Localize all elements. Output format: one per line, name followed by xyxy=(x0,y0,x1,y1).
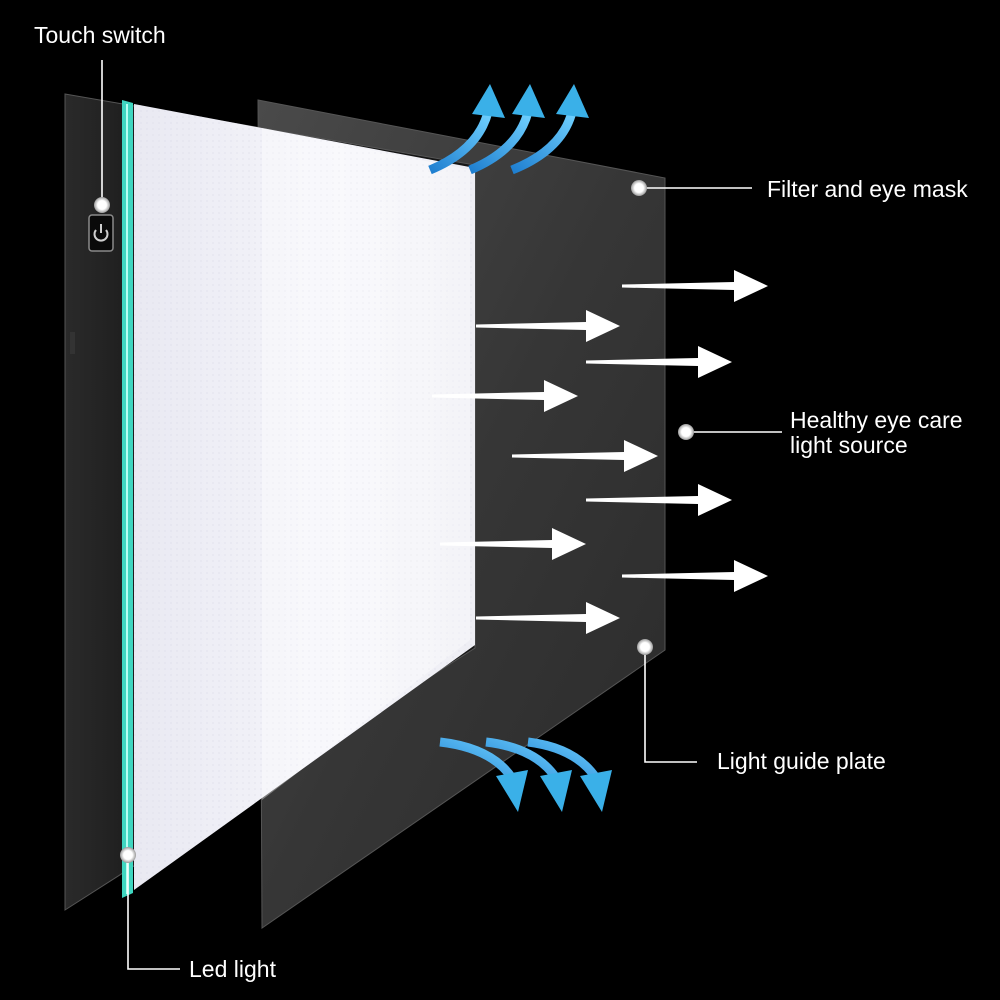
label-healthy-line-1: Healthy eye care xyxy=(790,407,963,433)
arrow-right-icon xyxy=(586,346,732,378)
touch-switch[interactable] xyxy=(88,214,114,252)
label-healthy-eye-care: Healthy eye care light source xyxy=(790,408,963,458)
curved-arrow-icon xyxy=(510,84,589,175)
arrow-right-icon xyxy=(622,270,768,302)
arrow-right-icon xyxy=(440,528,586,560)
curved-arrow-icon xyxy=(428,84,505,175)
arrow-right-icon xyxy=(476,602,620,634)
light-pad-texture xyxy=(134,104,475,890)
curved-arrow-icon xyxy=(485,737,572,812)
arrow-right-icon xyxy=(586,484,732,516)
callout-dot-led-light xyxy=(120,847,136,863)
light-emission-arrows xyxy=(432,270,768,634)
curved-arrow-icon xyxy=(439,737,528,812)
heat-flow-arrows xyxy=(428,84,612,812)
label-light-guide-plate: Light guide plate xyxy=(717,748,886,774)
leader-light-guide xyxy=(644,648,697,763)
callout-dot-touch-switch xyxy=(94,197,110,213)
callout-dot-healthy-light xyxy=(678,424,694,440)
arrow-right-icon xyxy=(622,560,768,592)
label-filter-eye-mask: Filter and eye mask xyxy=(767,176,968,202)
label-healthy-line-2: light source xyxy=(790,432,908,458)
label-touch-switch: Touch switch xyxy=(34,22,166,48)
power-icon xyxy=(93,224,109,242)
callout-dot-light-guide xyxy=(637,639,653,655)
arrow-right-icon xyxy=(476,310,620,342)
curved-arrow-icon xyxy=(527,737,612,812)
callout-dot-filter-mask xyxy=(631,180,647,196)
arrow-right-icon xyxy=(432,380,578,412)
label-led-light: Led light xyxy=(189,956,276,982)
light-pad-reflection xyxy=(262,128,470,800)
usb-port xyxy=(70,332,75,354)
curved-arrow-icon xyxy=(468,84,545,175)
leader-led-light xyxy=(127,856,180,970)
arrow-right-icon xyxy=(512,440,658,472)
